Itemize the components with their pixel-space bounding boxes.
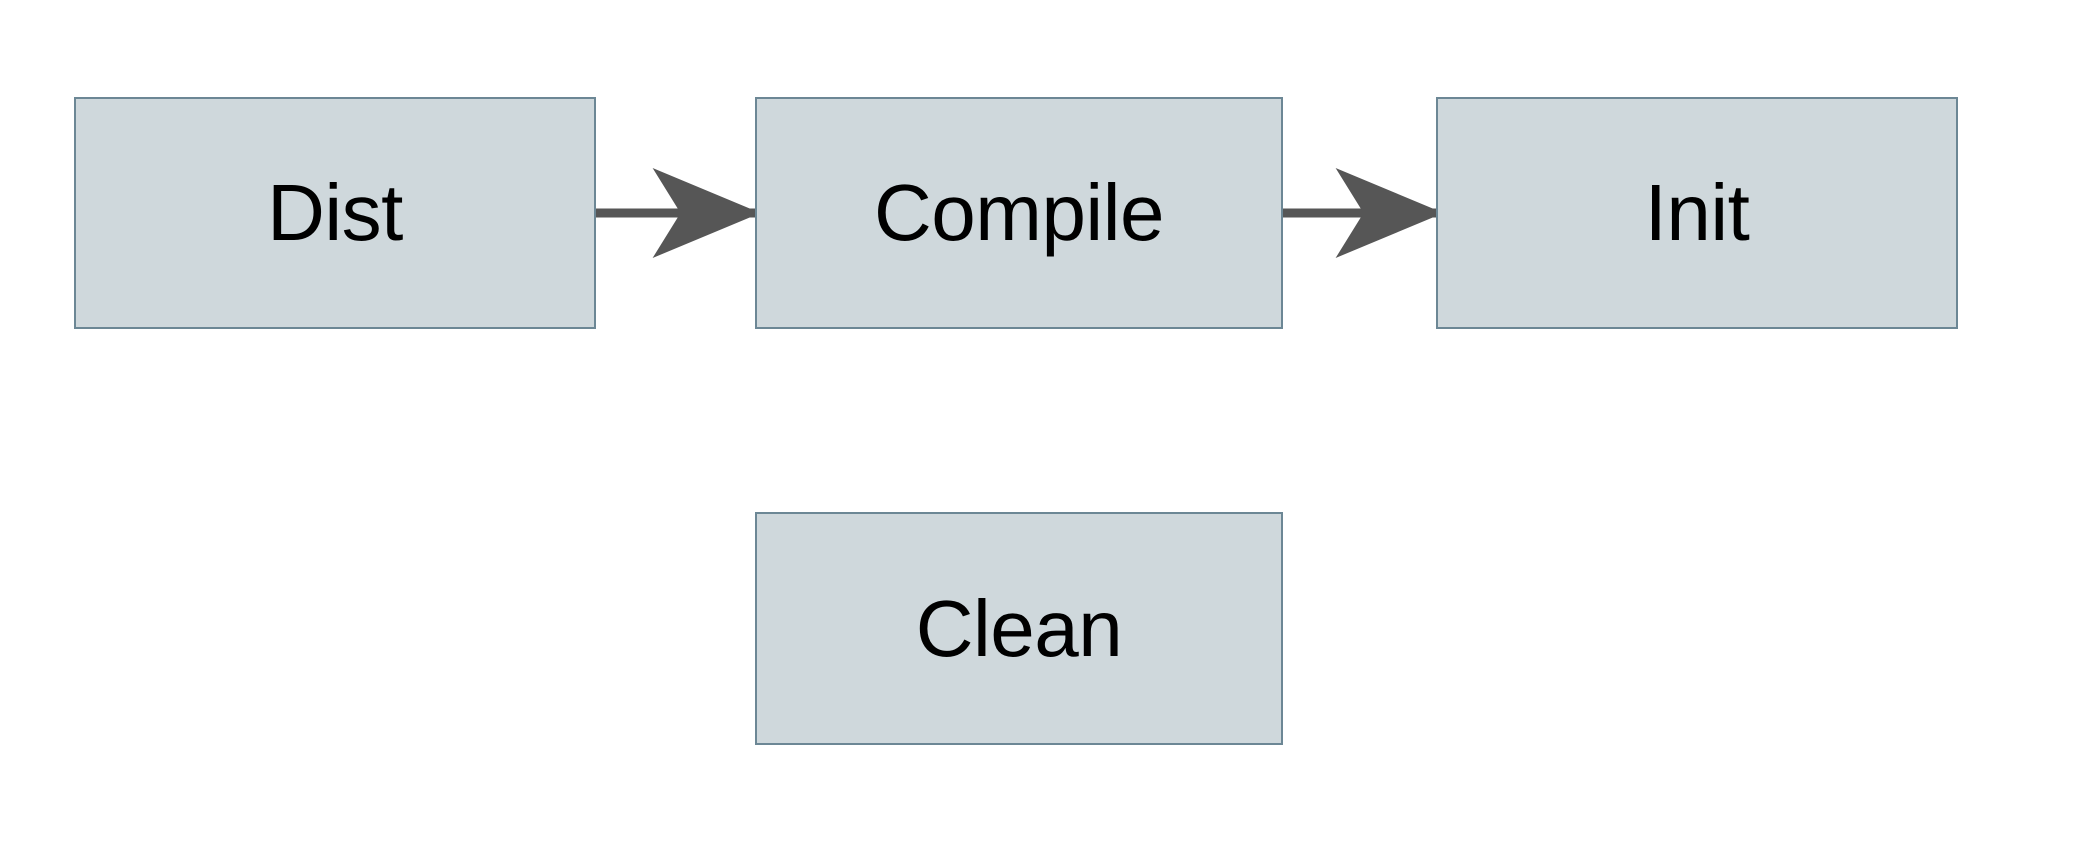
node-clean[interactable]: Clean xyxy=(755,512,1283,745)
edge-hit-compile-to-init[interactable] xyxy=(1283,199,1440,227)
node-compile[interactable]: Compile xyxy=(755,97,1283,329)
node-dist[interactable]: Dist xyxy=(74,97,596,329)
edge-hit-dist-to-compile[interactable] xyxy=(596,199,757,227)
node-init[interactable]: Init xyxy=(1436,97,1958,329)
node-label-clean: Clean xyxy=(915,583,1123,673)
node-label-compile: Compile xyxy=(874,168,1164,257)
node-label-dist: Dist xyxy=(267,168,403,257)
node-label-init: Init xyxy=(1644,168,1750,257)
